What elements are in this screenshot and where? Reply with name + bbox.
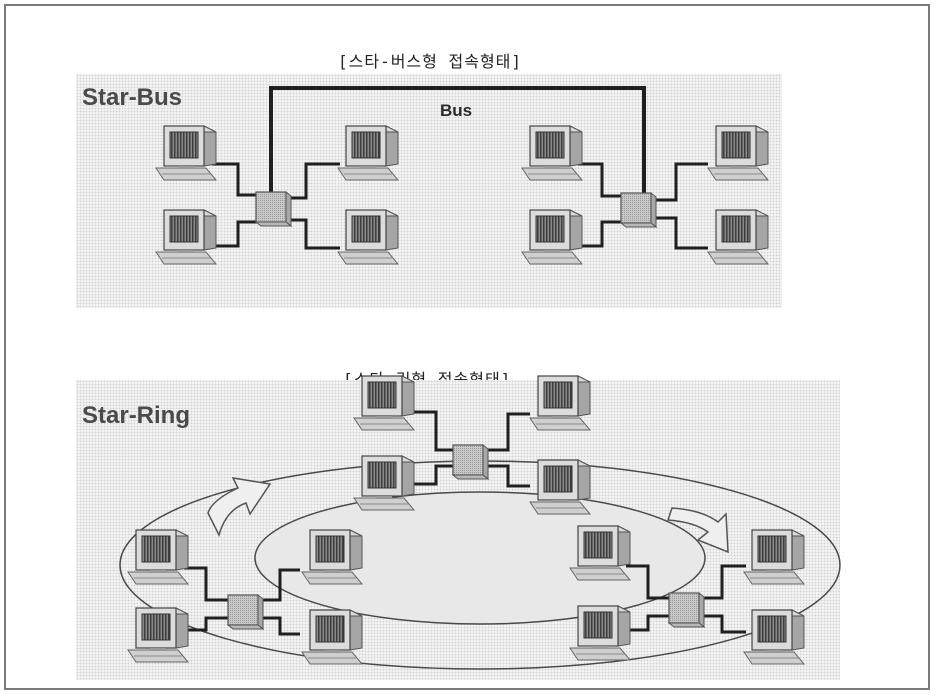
cable-line (184, 616, 229, 632)
computer-icon (337, 209, 400, 265)
computer-icon (569, 525, 632, 581)
cable-line (578, 162, 626, 198)
hub-icon (254, 190, 293, 228)
hub-icon (226, 593, 265, 631)
star-bus-panel (76, 74, 782, 308)
cable-line (280, 218, 340, 250)
cable-line (484, 412, 530, 452)
computer-icon (127, 529, 190, 585)
computer-icon (353, 375, 416, 431)
computer-icon (521, 209, 584, 265)
hub-icon (667, 591, 706, 629)
star-bus-caption: [스타-버스형 접속형태] (338, 52, 523, 71)
computer-icon (743, 529, 806, 585)
computer-icon (301, 609, 364, 665)
hub-icon (451, 443, 490, 481)
bus-label: Bus (440, 101, 473, 120)
star-bus-title: Star-Bus (82, 84, 183, 111)
computer-icon (353, 455, 416, 511)
star-ring-title: Star-Ring (82, 402, 190, 429)
cable-line (184, 566, 229, 602)
computer-icon (743, 609, 806, 665)
ring-arrow-icon (666, 507, 729, 554)
computer-icon (301, 529, 364, 585)
cable-line (212, 162, 262, 197)
ring-arrow-icon (207, 477, 272, 538)
cable-line (626, 564, 670, 600)
cable-line (646, 162, 708, 202)
cable-line (410, 410, 454, 452)
cable-line (212, 220, 262, 248)
computer-icon (707, 125, 770, 181)
cable-line (280, 162, 340, 200)
cable-line (700, 564, 746, 600)
cable-line (646, 216, 708, 250)
computer-icon (521, 125, 584, 181)
computer-icon (569, 605, 632, 661)
computer-icon (529, 375, 592, 431)
computer-icon (707, 209, 770, 265)
cable-line (258, 568, 300, 602)
computer-icon (155, 209, 218, 265)
cable-line (626, 614, 670, 632)
hub-icon (619, 191, 658, 229)
cable-line (700, 614, 746, 634)
computer-icon (529, 459, 592, 515)
device-group (127, 125, 806, 665)
bus-backbone (269, 86, 646, 208)
cable-line (258, 616, 300, 636)
cable-line (410, 464, 454, 486)
computer-icon (127, 607, 190, 663)
cable-line (484, 464, 530, 488)
computer-icon (155, 125, 218, 181)
computer-icon (337, 125, 400, 181)
cable-group (184, 162, 746, 636)
cable-line (578, 220, 626, 248)
